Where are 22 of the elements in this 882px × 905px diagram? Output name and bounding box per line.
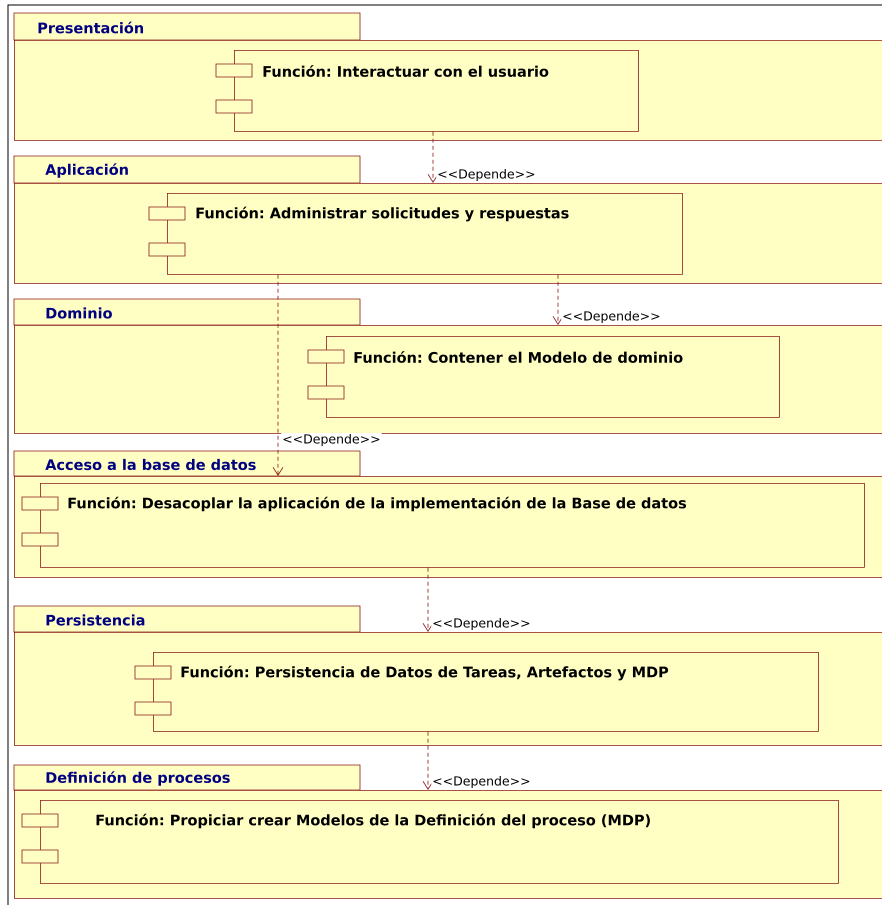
component-box: Función: Contener el Modelo de dominio bbox=[308, 336, 780, 418]
edge-label: <<Depende>> bbox=[561, 310, 662, 324]
dependency-arrow bbox=[272, 274, 284, 476]
dependency-arrow bbox=[422, 567, 434, 632]
edge-label: <<Depende>> bbox=[281, 432, 382, 448]
node-label: Dominio bbox=[46, 307, 112, 319]
dependency-arrow bbox=[422, 731, 434, 790]
component-box: Función: Propiciar crear Modelos de la Definición del proceso (MDP) bbox=[22, 800, 839, 884]
edge-label: <<Depende>> bbox=[431, 774, 532, 790]
node-label: Acceso a la base de datos bbox=[45, 458, 256, 470]
node-label: Definición de procesos bbox=[46, 771, 230, 786]
node-label: Persistencia bbox=[46, 614, 144, 626]
component-box: Función: Persistencia de Datos de Tareas, Artefactos y MDP bbox=[134, 652, 819, 732]
edge-label: <<Depende>> bbox=[436, 168, 537, 182]
component-box: Función: Desacoplar la aplicación de la implementación de la Base de datos bbox=[22, 483, 865, 568]
dependency-arrow bbox=[552, 274, 564, 325]
component-box: Función: Interactuar con el usuario bbox=[216, 50, 639, 132]
dependency-arrow bbox=[428, 131, 438, 183]
component-box: Función: Administrar solicitudes y respuestas bbox=[148, 193, 683, 275]
edge-label: <<Depende>> bbox=[431, 616, 532, 632]
node-label: Presentación bbox=[38, 22, 144, 34]
node-label: Aplicación bbox=[45, 163, 128, 178]
